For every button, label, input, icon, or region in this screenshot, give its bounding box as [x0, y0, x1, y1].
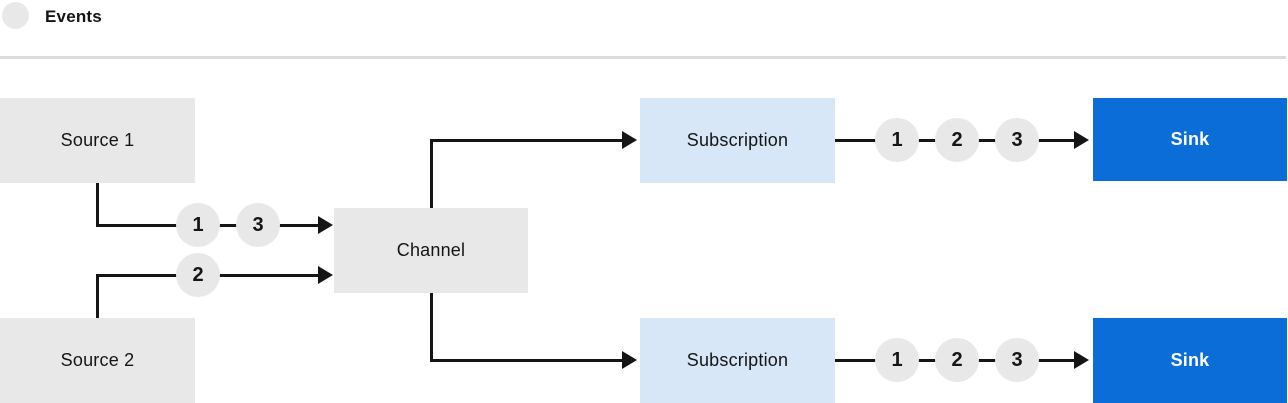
- event-marker: 3: [995, 118, 1039, 162]
- connector-channel-to-subscription-top: [430, 139, 622, 142]
- event-marker: 3: [236, 203, 280, 247]
- arrowhead-subscription-top-to-sink-icon: [1074, 131, 1089, 149]
- event-marker: 3: [995, 338, 1039, 382]
- node-sink-top: Sink: [1093, 98, 1287, 181]
- node-source-2-label: Source 2: [60, 350, 135, 370]
- node-subscription-bottom: Subscription: [640, 318, 835, 403]
- event-marker: 1: [875, 118, 919, 162]
- connector-source1-drop: [96, 183, 99, 227]
- connector-channel-to-subscription-bottom: [430, 359, 622, 362]
- event-marker: 2: [176, 253, 220, 297]
- arrowhead-source1-to-channel-icon: [318, 216, 333, 234]
- node-sink-top-label: Sink: [1170, 129, 1210, 149]
- events-legend-circle-icon: [2, 2, 29, 29]
- node-subscription-top-label: Subscription: [686, 130, 789, 150]
- node-source-2: Source 2: [0, 318, 195, 403]
- node-source-1: Source 1: [0, 98, 195, 183]
- events-legend-label: Events: [45, 7, 102, 26]
- arrowhead-channel-to-subscription-top-icon: [622, 131, 637, 149]
- event-marker: 2: [935, 338, 979, 382]
- event-marker: 2: [935, 118, 979, 162]
- node-channel-label: Channel: [396, 240, 466, 260]
- node-subscription-top: Subscription: [640, 98, 835, 183]
- node-source-1-label: Source 1: [60, 130, 135, 150]
- legend-divider: [0, 56, 1286, 59]
- node-sink-bottom: Sink: [1093, 318, 1287, 403]
- node-subscription-bottom-label: Subscription: [686, 350, 789, 370]
- connector-source2-rise: [96, 276, 99, 318]
- arrowhead-subscription-bottom-to-sink-icon: [1074, 351, 1089, 369]
- connector-channel-drop: [430, 293, 433, 362]
- event-marker: 1: [875, 338, 919, 382]
- arrowhead-source2-to-channel-icon: [318, 266, 333, 284]
- arrowhead-channel-to-subscription-bottom-icon: [622, 351, 637, 369]
- connector-channel-rise: [430, 139, 433, 208]
- node-sink-bottom-label: Sink: [1170, 350, 1210, 370]
- node-channel: Channel: [334, 208, 528, 293]
- event-marker: 1: [176, 203, 220, 247]
